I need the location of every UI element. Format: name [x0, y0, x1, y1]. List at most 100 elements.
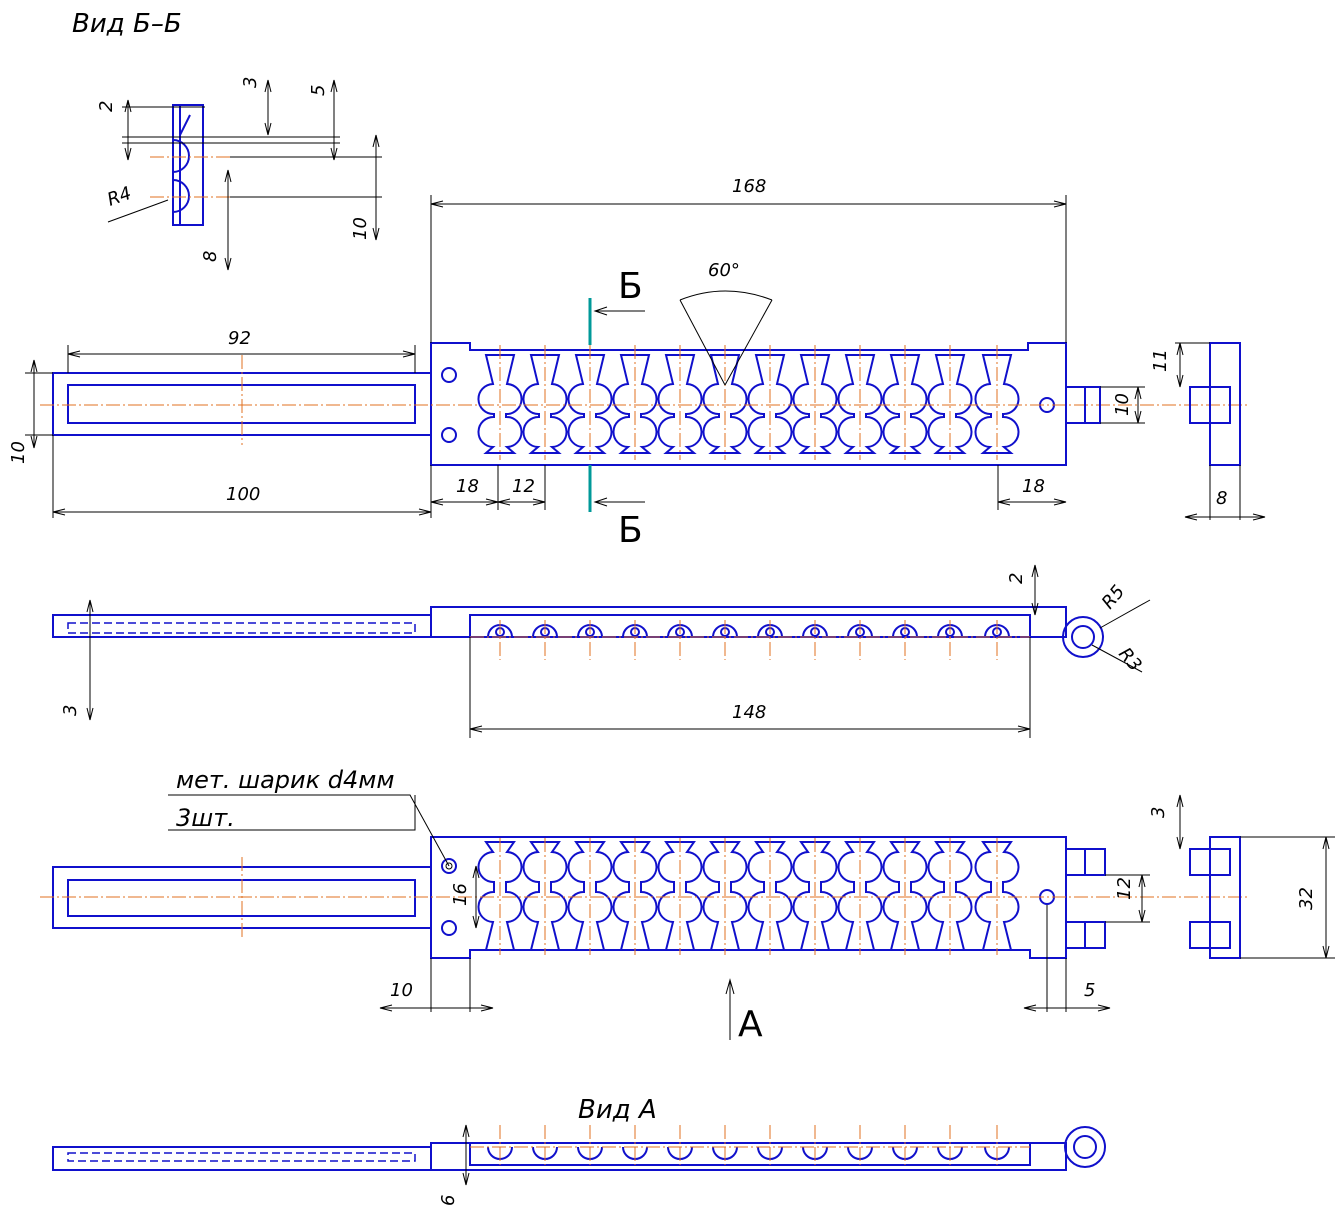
- body-side-inner: [469, 614, 1031, 638]
- dim-5: 5: [308, 85, 329, 96]
- dim-18-left: 18: [456, 476, 479, 497]
- dim-2: 2: [96, 101, 117, 112]
- eye-outer: [1064, 1126, 1106, 1168]
- dim-3-line-arrows: [264, 79, 272, 136]
- end-view: [1209, 342, 1241, 466]
- dim-3-side: 3: [60, 705, 81, 716]
- dim-12-tabs: 12: [1114, 877, 1135, 900]
- note-qty: 3шт.: [176, 804, 235, 832]
- dim-6-line-arrows: [462, 1124, 470, 1186]
- dim-r5: R5: [1098, 581, 1129, 613]
- slot: [882, 841, 928, 951]
- dim-148-line-arrows: [469, 725, 1031, 733]
- slot: [792, 354, 838, 454]
- end-view-2: [1209, 836, 1241, 959]
- dim-10t-line-arrows: [1134, 386, 1142, 424]
- section-arrow-bottom: [593, 497, 645, 507]
- slot: [974, 354, 1020, 454]
- slot: [837, 354, 883, 454]
- slot: [657, 354, 703, 454]
- dim-100: 100: [226, 484, 260, 505]
- dim-12-pitch: 12: [512, 476, 535, 497]
- slot: [702, 354, 748, 454]
- dim-2-side: 2: [1006, 573, 1027, 584]
- slot: [747, 354, 793, 454]
- slot: [702, 841, 748, 951]
- tab: [1065, 386, 1101, 424]
- view-a-title: Вид А: [578, 1095, 657, 1125]
- slot: [747, 841, 793, 951]
- eye-inner: [1073, 1135, 1097, 1159]
- section-body: [172, 104, 204, 226]
- dim-3-side2: 3: [1148, 807, 1169, 818]
- dim-8-side: 8: [1216, 488, 1227, 509]
- slot: [522, 354, 568, 454]
- dim-16-line-arrows: [472, 865, 480, 929]
- dim-5-line-arrows: [1023, 1004, 1111, 1012]
- dim-r3: R3: [1114, 644, 1145, 676]
- slot: [522, 841, 568, 951]
- slot: [657, 841, 703, 951]
- dim-r4: R4: [105, 183, 135, 211]
- body-top-view: [430, 342, 1067, 466]
- hole: [441, 427, 457, 443]
- handle-view-a-hidden: [67, 1152, 416, 1162]
- eye-outer: [1062, 616, 1104, 658]
- dim-18-right: 18: [1022, 476, 1045, 497]
- dim-32-line-arrows: [1322, 836, 1330, 959]
- section-mark-bottom: Б: [618, 510, 643, 551]
- dim-3b-line-arrows: [1176, 794, 1184, 850]
- section-title: Вид Б–Б: [72, 9, 182, 39]
- dim-168-line-arrows: [430, 200, 1067, 208]
- dim-2-line-arrows: [124, 99, 132, 161]
- r5-leader: [1099, 599, 1151, 629]
- dim-18r-line-arrows: [997, 498, 1067, 506]
- dim-6: 6: [438, 1195, 459, 1206]
- dim-12-line-arrows: [497, 498, 546, 506]
- dim-10-line-arrows: [372, 134, 380, 241]
- note-ball: мет. шарик d4мм: [176, 766, 394, 794]
- dim-10-section: 10: [350, 217, 371, 240]
- dim-8-line-arrows: [224, 169, 232, 271]
- r3-leader: [1091, 644, 1143, 673]
- view-a-arrow: [725, 978, 735, 1040]
- angle-leg: [679, 299, 726, 386]
- dim-168: 168: [732, 176, 766, 197]
- section-chamfer: [179, 114, 191, 136]
- section-mark-top: Б: [618, 266, 643, 307]
- dim-11: 11: [1150, 349, 1171, 372]
- end-view-tab: [1189, 386, 1231, 424]
- hole: [441, 920, 457, 936]
- handle-side-hidden: [67, 622, 416, 634]
- slot: [567, 354, 613, 454]
- end-view-tab: [1189, 921, 1231, 949]
- eye-inner: [1071, 625, 1095, 649]
- section-groove-2: [172, 179, 190, 213]
- handle-view-a: [52, 1146, 432, 1171]
- dim-92-line-arrows: [67, 350, 416, 358]
- leader-dot: [445, 862, 453, 870]
- slot: [567, 841, 613, 951]
- dim-8-section: 8: [200, 251, 221, 262]
- note-leader: [168, 794, 450, 867]
- r4-leader: [107, 199, 169, 223]
- dim-148: 148: [732, 702, 766, 723]
- drawing-geometry: [25, 79, 1335, 1186]
- section-arrow-top: [593, 306, 645, 316]
- end-view-tab: [1189, 848, 1231, 876]
- slot: [792, 841, 838, 951]
- slot: [882, 354, 928, 454]
- dim-8s-line-arrows: [1184, 513, 1266, 521]
- slot: [612, 841, 658, 951]
- slot: [927, 841, 973, 951]
- slot: [612, 354, 658, 454]
- dim-60deg: 60°: [708, 260, 740, 281]
- dim-10-tab: 10: [1112, 393, 1133, 416]
- body-side: [430, 606, 1067, 638]
- hole: [441, 367, 457, 383]
- section-groove-1: [172, 139, 190, 173]
- dim-32: 32: [1296, 887, 1317, 910]
- view-a-arrow-label: А: [738, 1004, 763, 1045]
- dim-16: 16: [450, 883, 471, 906]
